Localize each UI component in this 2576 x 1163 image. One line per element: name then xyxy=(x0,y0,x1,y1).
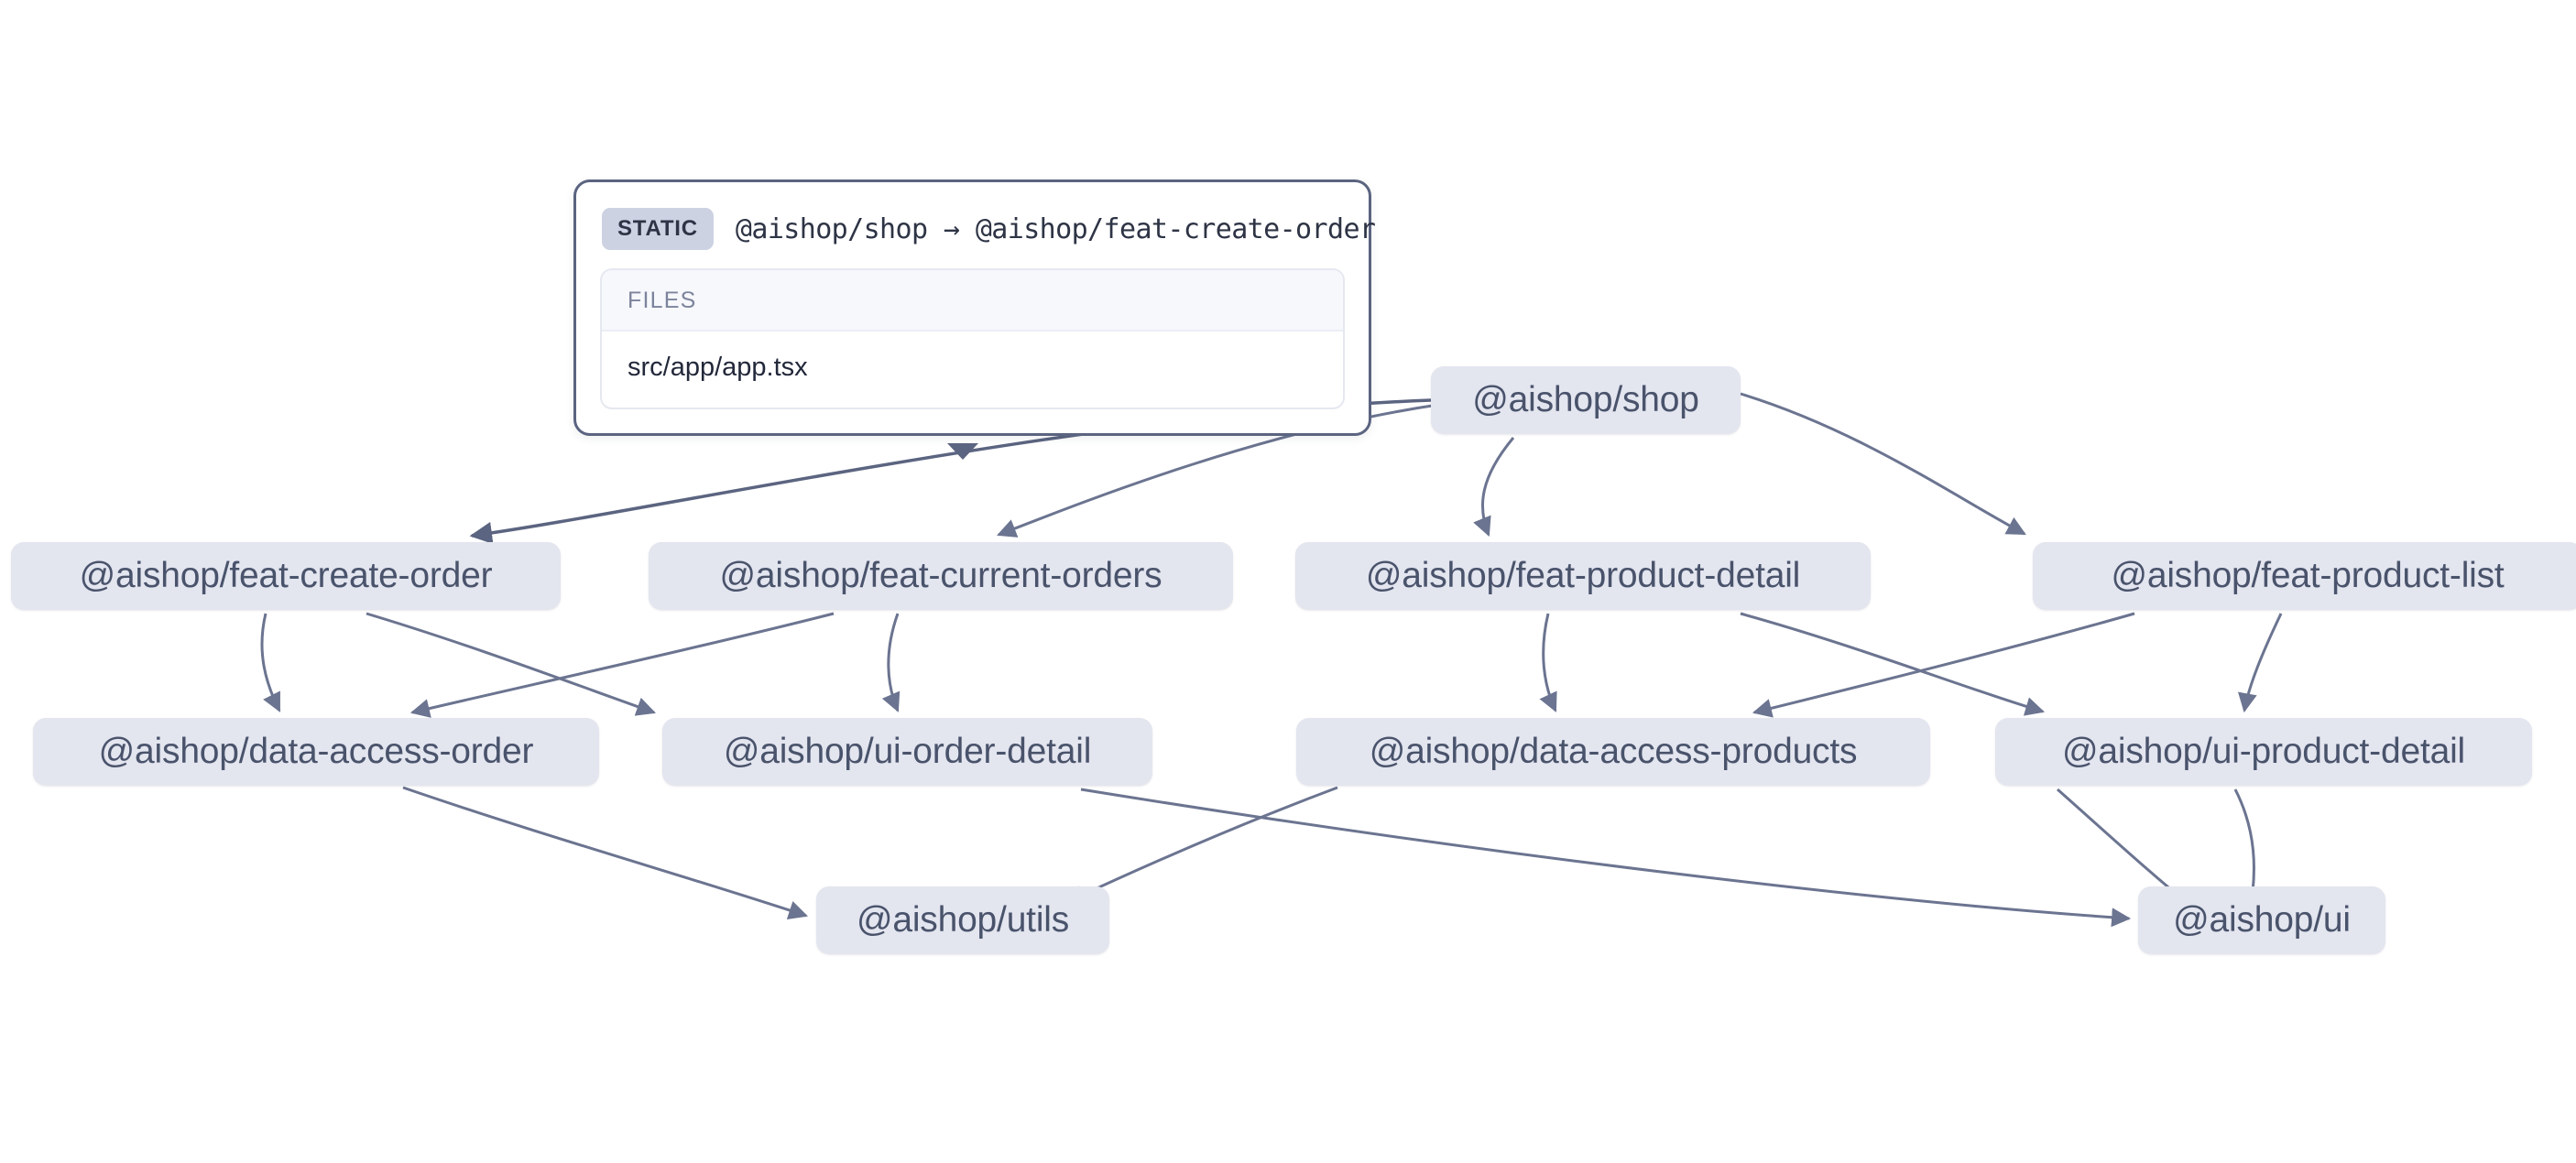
tooltip-header: STATIC @aishop/shop → @aishop/feat-creat… xyxy=(600,202,1376,268)
edge-data-access-products-to-utils xyxy=(1065,786,1338,904)
graph-node-data-access-products[interactable]: @aishop/data-access-products xyxy=(1296,718,1930,786)
edge-feat-create-order-to-data-access-order xyxy=(260,613,281,712)
tooltip-title: @aishop/shop → @aishop/feat-create-order xyxy=(735,212,1376,245)
graph-node-ui-order-detail[interactable]: @aishop/ui-order-detail xyxy=(662,718,1152,786)
graph-node-ui-product-detail[interactable]: @aishop/ui-product-detail xyxy=(1995,718,2532,786)
tooltip-pointer-icon xyxy=(947,443,978,460)
node-label: @aishop/feat-product-detail xyxy=(1365,556,1801,595)
node-label: @aishop/feat-product-list xyxy=(2111,556,2505,595)
graph-node-ui[interactable]: @aishop/ui xyxy=(2138,886,2385,954)
edge-feat-current-orders-to-ui-order-detail xyxy=(881,613,901,712)
edge-shop-to-feat-product-detail xyxy=(1473,437,1515,537)
node-label: @aishop/utils xyxy=(856,900,1070,940)
node-label: @aishop/ui-product-detail xyxy=(2062,732,2465,771)
edge-feat-current-orders-to-data-access-order xyxy=(409,612,835,718)
edge-details-tooltip[interactable]: STATIC @aishop/shop → @aishop/feat-creat… xyxy=(573,179,1376,436)
node-label: @aishop/feat-create-order xyxy=(79,556,493,595)
static-badge: STATIC xyxy=(602,208,714,250)
edge-feat-product-detail-to-ui-product-detail xyxy=(1740,612,2046,716)
edge-shop-to-feat-product-list xyxy=(1740,392,2026,536)
node-label: @aishop/ui xyxy=(2173,900,2351,940)
node-label: @aishop/ui-order-detail xyxy=(723,732,1092,771)
edge-ui-order-detail-to-ui xyxy=(1080,788,2132,928)
node-label: @aishop/data-access-products xyxy=(1369,732,1858,771)
graph-node-feat-product-list[interactable]: @aishop/feat-product-list xyxy=(2033,542,2576,610)
edge-feat-product-detail-to-data-access-products xyxy=(1539,613,1557,712)
graph-node-shop[interactable]: @aishop/shop xyxy=(1431,366,1741,434)
graph-node-utils[interactable]: @aishop/utils xyxy=(816,886,1109,954)
files-panel: FILES src/app/app.tsx xyxy=(600,268,1345,409)
graph-node-feat-product-detail[interactable]: @aishop/feat-product-detail xyxy=(1295,542,1871,610)
edge-feat-create-order-to-ui-order-detail xyxy=(366,612,656,716)
graph-node-feat-current-orders[interactable]: @aishop/feat-current-orders xyxy=(649,542,1233,610)
file-list-item[interactable]: src/app/app.tsx xyxy=(628,353,808,382)
node-label: @aishop/data-access-order xyxy=(98,732,534,771)
node-label: @aishop/shop xyxy=(1472,380,1699,419)
edge-feat-product-list-to-data-access-products xyxy=(1752,612,2135,718)
graph-node-data-access-order[interactable]: @aishop/data-access-order xyxy=(33,718,599,786)
edge-feat-product-list-to-ui-product-detail xyxy=(2237,613,2283,713)
files-header-label: FILES xyxy=(602,270,1343,332)
graph-node-feat-create-order[interactable]: @aishop/feat-create-order xyxy=(11,542,561,610)
edge-data-access-order-to-utils xyxy=(402,786,808,919)
node-label: @aishop/feat-current-orders xyxy=(719,556,1162,595)
